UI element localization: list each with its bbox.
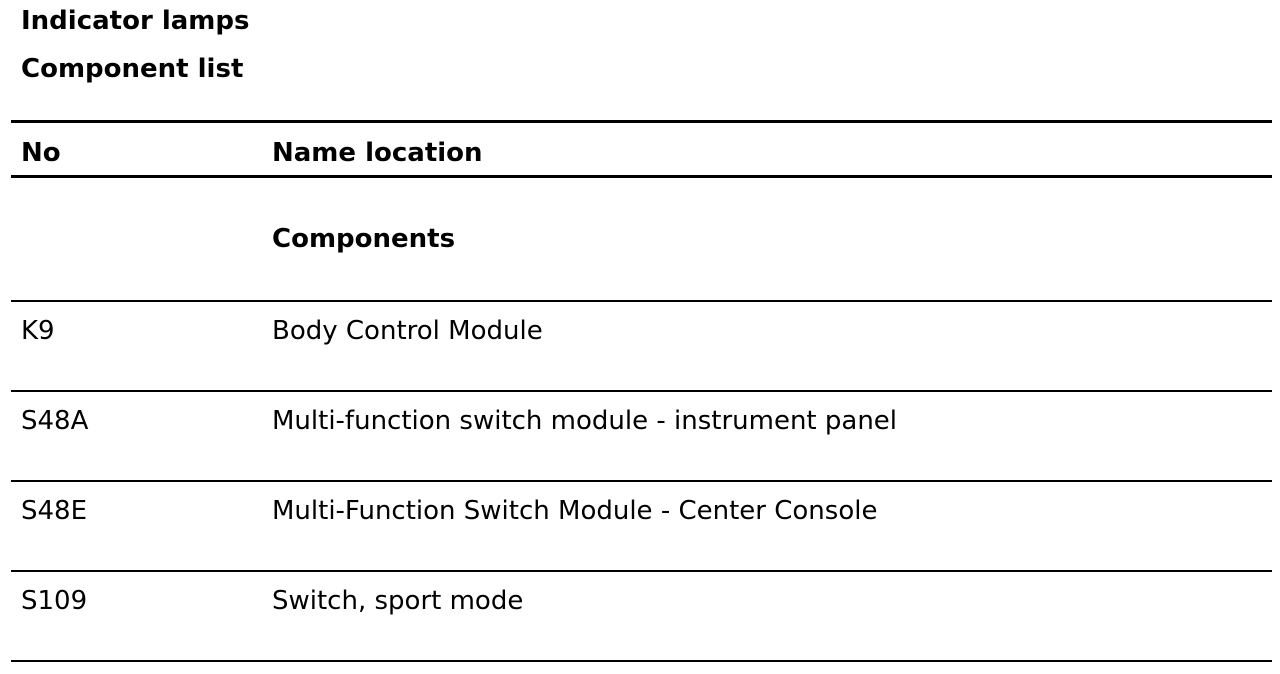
column-header-name-location: Name location [262,120,1272,178]
component-name: Switch, sport mode [262,569,1272,662]
component-name: Multi-function switch module - instrumen… [262,389,1272,481]
component-name: Body Control Module [262,299,1272,391]
component-number: S109 [11,569,262,662]
table-row: S48A Multi-function switch module - inst… [11,389,1272,481]
page-subtitle: Component list [21,54,244,84]
section-row-empty-cell [11,177,262,301]
table-row: S48E Multi-Function Switch Module - Cent… [11,479,1272,571]
component-table: No Name location Components K9 Body Cont… [11,120,1272,662]
page-title: Indicator lamps [21,6,250,36]
column-header-no: No [11,120,262,178]
section-row: Components [11,177,1272,301]
component-number: S48E [11,479,262,571]
table-row: S109 Switch, sport mode [11,569,1272,662]
component-number: S48A [11,389,262,481]
section-heading: Components [272,224,456,254]
header-row: No Name location [11,120,1272,178]
component-number: K9 [11,299,262,391]
table-row: K9 Body Control Module [11,299,1272,391]
table-header: No Name location [11,120,1272,178]
component-name: Multi-Function Switch Module - Center Co… [262,479,1272,571]
table-body: Components K9 Body Control Module S48A M… [11,177,1272,662]
